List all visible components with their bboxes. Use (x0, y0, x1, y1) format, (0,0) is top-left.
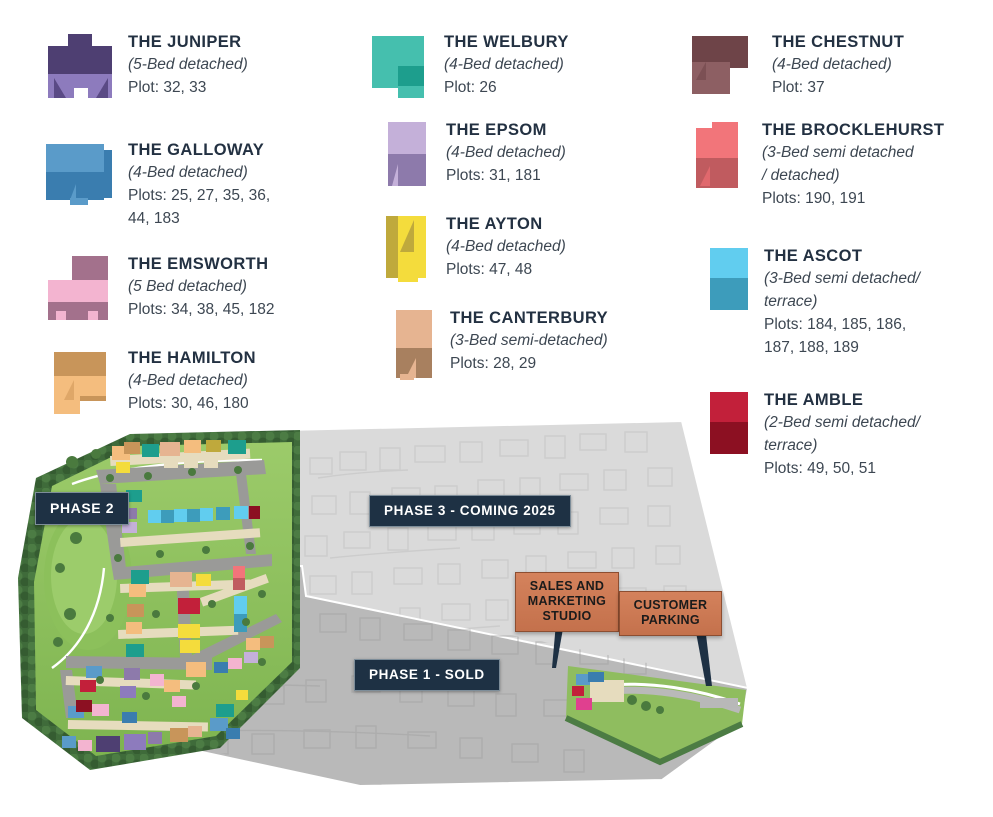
house-name: THE CANTERBURY (450, 309, 609, 327)
legend-item-epsom[interactable]: THE EPSOM (4-Bed detached) Plots: 31, 18… (382, 118, 566, 188)
house-name: THE EMSWORTH (128, 255, 269, 273)
legend-item-hamilton[interactable]: THE HAMILTON (4-Bed detached) Plots: 30,… (44, 346, 256, 416)
house-galloway-icon (44, 138, 116, 208)
legend-item-brocklehurst[interactable]: THE BROCKLEHURST (3-Bed semi detached / … (692, 118, 944, 210)
house-name: THE AYTON (446, 215, 543, 233)
house-welbury-icon (368, 30, 432, 100)
legend-text-brocklehurst: THE BROCKLEHURST (3-Bed semi detached / … (762, 118, 944, 210)
house-ascot-icon (706, 244, 752, 312)
plot-houses (62, 440, 274, 752)
house-plots: Plot: 26 (444, 79, 497, 96)
legend-text-hamilton: THE HAMILTON (4-Bed detached) Plots: 30,… (128, 346, 256, 415)
house-plots-line2: 187, 188, 189 (764, 339, 859, 356)
house-plots: Plot: 32, 33 (128, 79, 207, 96)
house-plots: Plots: 47, 48 (446, 261, 533, 278)
house-type: (2-Bed semi detached/ (764, 414, 920, 431)
house-brocklehurst-icon (692, 118, 750, 192)
house-juniper-icon (44, 30, 116, 100)
legend-item-amble[interactable]: THE AMBLE (2-Bed semi detached/ terrace)… (706, 388, 920, 480)
house-name: THE GALLOWAY (128, 141, 265, 159)
house-plots-line2: 44, 183 (128, 210, 180, 227)
legend-item-juniper[interactable]: THE JUNIPER (5-Bed detached) Plot: 32, 3… (44, 30, 248, 100)
house-type-legend: THE JUNIPER (5-Bed detached) Plot: 32, 3… (44, 30, 944, 480)
house-chestnut-icon (688, 30, 760, 98)
house-plots: Plots: 30, 46, 180 (128, 395, 249, 412)
house-name: THE WELBURY (444, 33, 569, 51)
house-epsom-icon (382, 118, 434, 188)
phase-2-label[interactable]: PHASE 2 (35, 492, 130, 525)
house-name: THE BROCKLEHURST (762, 121, 945, 139)
legend-item-chestnut[interactable]: THE CHESTNUT (4-Bed detached) Plot: 37 (688, 30, 904, 99)
house-name: THE AMBLE (764, 391, 864, 409)
house-hamilton-icon (44, 346, 116, 416)
house-type: (4-Bed detached) (446, 144, 566, 161)
legend-item-ayton[interactable]: THE AYTON (4-Bed detached) Plots: 47, 48 (382, 212, 566, 282)
house-plots: Plot: 37 (772, 79, 825, 96)
house-type: (4-Bed detached) (128, 372, 248, 389)
house-type: (4-Bed detached) (772, 56, 892, 73)
house-name: THE CHESTNUT (772, 33, 905, 51)
phase-3-label[interactable]: PHASE 3 - COMING 2025 (369, 495, 571, 527)
house-plots: Plots: 190, 191 (762, 190, 866, 207)
customer-parking-sign[interactable]: CUSTOMER PARKING (619, 591, 722, 636)
legend-text-canterbury: THE CANTERBURY (3-Bed semi-detached) Plo… (450, 306, 608, 375)
house-type: (5-Bed detached) (128, 56, 248, 73)
legend-text-galloway: THE GALLOWAY (4-Bed detached) Plots: 25,… (128, 138, 270, 230)
sales-and-marketing-studio-sign[interactable]: SALES AND MARKETING STUDIO (515, 572, 619, 632)
house-plots: Plots: 28, 29 (450, 355, 537, 372)
house-type-line2: / detached) (762, 167, 840, 184)
legend-text-welbury: THE WELBURY (4-Bed detached) Plot: 26 (444, 30, 569, 99)
house-type: (4-Bed detached) (446, 238, 566, 255)
legend-item-welbury[interactable]: THE WELBURY (4-Bed detached) Plot: 26 (368, 30, 569, 100)
parking-sign-line-1: CUSTOMER (633, 598, 708, 612)
legend-item-emsworth[interactable]: THE EMSWORTH (5 Bed detached) Plots: 34,… (44, 252, 275, 322)
house-plots: Plots: 31, 181 (446, 167, 541, 184)
house-type: (3-Bed semi detached (762, 144, 914, 161)
house-ayton-icon (382, 212, 434, 282)
house-plots: Plots: 184, 185, 186, (764, 316, 907, 333)
house-type: (5 Bed detached) (128, 278, 247, 295)
sales-sign-line-3: STUDIO (542, 609, 592, 623)
house-emsworth-icon (44, 252, 116, 322)
sales-sign-line-2: MARKETING (527, 594, 607, 608)
legend-item-galloway[interactable]: THE GALLOWAY (4-Bed detached) Plots: 25,… (44, 138, 270, 230)
site-plan-map[interactable]: PHASE 2 PHASE 3 - COMING 2025 PHASE 1 - … (0, 418, 993, 817)
house-canterbury-icon (392, 306, 438, 382)
house-name: THE JUNIPER (128, 33, 242, 51)
legend-text-emsworth: THE EMSWORTH (5 Bed detached) Plots: 34,… (128, 252, 275, 321)
house-type-line2: terrace) (764, 437, 818, 454)
legend-item-canterbury[interactable]: THE CANTERBURY (3-Bed semi-detached) Plo… (392, 306, 608, 382)
house-name: THE ASCOT (764, 247, 863, 265)
house-type: (3-Bed semi detached/ (764, 270, 920, 287)
house-type-line2: terrace) (764, 293, 818, 310)
phase-1-label[interactable]: PHASE 1 - SOLD (354, 659, 500, 691)
legend-text-epsom: THE EPSOM (4-Bed detached) Plots: 31, 18… (446, 118, 566, 187)
house-plots: Plots: 34, 38, 45, 182 (128, 301, 275, 318)
house-plots: Plots: 49, 50, 51 (764, 460, 877, 477)
legend-text-ayton: THE AYTON (4-Bed detached) Plots: 47, 48 (446, 212, 566, 281)
legend-item-ascot[interactable]: THE ASCOT (3-Bed semi detached/ terrace)… (706, 244, 920, 359)
house-amble-icon (706, 388, 752, 456)
legend-text-ascot: THE ASCOT (3-Bed semi detached/ terrace)… (764, 244, 920, 359)
legend-text-amble: THE AMBLE (2-Bed semi detached/ terrace)… (764, 388, 920, 480)
house-type: (3-Bed semi-detached) (450, 332, 608, 349)
legend-text-chestnut: THE CHESTNUT (4-Bed detached) Plot: 37 (772, 30, 904, 99)
house-plots: Plots: 25, 27, 35, 36, (128, 187, 271, 204)
house-type: (4-Bed detached) (128, 164, 248, 181)
parking-sign-line-2: PARKING (641, 613, 700, 627)
sales-sign-line-1: SALES AND (529, 579, 605, 593)
legend-text-juniper: THE JUNIPER (5-Bed detached) Plot: 32, 3… (128, 30, 248, 99)
house-name: THE EPSOM (446, 121, 547, 139)
house-name: THE HAMILTON (128, 349, 256, 367)
house-type: (4-Bed detached) (444, 56, 564, 73)
